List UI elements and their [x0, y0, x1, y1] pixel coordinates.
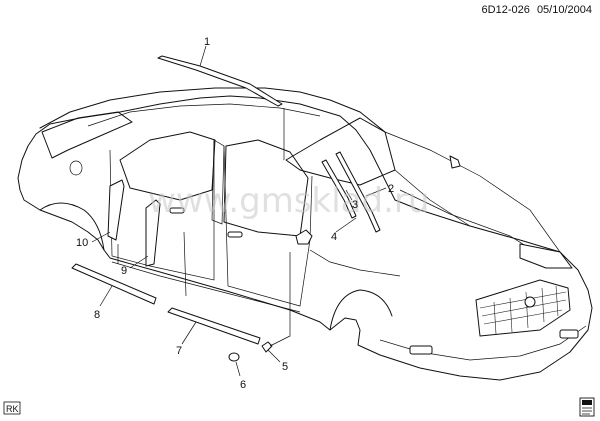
callout-3: 3 — [352, 199, 358, 211]
front-door-cut — [223, 145, 313, 307]
b-pillar — [211, 139, 225, 225]
hood-line-right — [384, 131, 561, 253]
emblem — [524, 296, 536, 308]
callout-5: 5 — [282, 361, 288, 373]
callout-10: 10 — [76, 237, 88, 249]
fog-lamp-left — [409, 345, 433, 355]
fuel-door — [69, 160, 83, 176]
windshield-molding-3 — [321, 159, 357, 219]
windshield — [285, 117, 396, 186]
leader-6 — [235, 361, 241, 377]
roof-line — [39, 87, 386, 133]
roof-molding — [157, 55, 283, 107]
rear-window — [41, 111, 133, 159]
leader-8 — [99, 285, 113, 307]
leader-4-guide — [269, 252, 291, 347]
callout-2: 2 — [388, 183, 394, 195]
headlamp — [519, 243, 573, 269]
hood-line-left — [394, 169, 471, 227]
leader-lines — [91, 45, 387, 377]
document-icon — [579, 397, 595, 417]
diagram-date: 05/10/2004 — [536, 4, 592, 16]
car-outline — [17, 95, 593, 381]
front-door-window — [223, 139, 309, 237]
callout-1: 1 — [204, 36, 210, 48]
front-wheel-arch — [329, 289, 393, 331]
diagram-code: 6D12-026 — [481, 4, 530, 16]
clip — [261, 341, 273, 353]
rear-wheel-arch — [39, 202, 105, 251]
watermark: www.gmsklad.ru — [148, 181, 429, 221]
rear-rocker-molding — [71, 263, 157, 305]
leader-7 — [181, 321, 197, 345]
leader-4 — [335, 217, 357, 233]
callout-4: 4 — [331, 231, 337, 243]
callout-8: 8 — [94, 309, 100, 321]
roof-inner — [87, 103, 321, 127]
hood-emblem — [449, 155, 461, 169]
front-door-handle — [227, 231, 243, 238]
rk-label: RK — [6, 404, 19, 414]
moldings — [71, 55, 381, 362]
callout-numbers: 1 2 3 4 5 6 7 8 9 10 — [76, 36, 394, 391]
leader-3 — [345, 189, 353, 201]
rocker-line — [111, 261, 301, 313]
fastener — [228, 352, 240, 362]
leader-5 — [267, 349, 281, 363]
rear-quarter-trim — [107, 179, 125, 241]
front-rocker-molding — [167, 307, 261, 345]
side-mirror — [295, 229, 313, 245]
fog-lamp-right — [559, 329, 579, 339]
callout-7: 7 — [176, 345, 182, 357]
leader-guide-a — [183, 231, 187, 297]
front-fender-line — [309, 249, 401, 277]
rear-door-handle — [169, 207, 185, 214]
leader-1 — [199, 45, 207, 67]
callout-9: 9 — [121, 265, 127, 277]
footer-marks: RK — [3, 397, 595, 417]
leader-2 — [365, 187, 387, 197]
rk-box — [3, 401, 21, 415]
car-body — [17, 87, 593, 381]
callout-6: 6 — [240, 379, 246, 391]
leader-9 — [129, 255, 149, 269]
windshield-molding-2 — [335, 151, 381, 233]
rear-door-trim — [145, 199, 161, 267]
leader-10 — [91, 231, 111, 243]
diagram-reference: 6D12-026 05/10/2004 — [482, 4, 592, 16]
